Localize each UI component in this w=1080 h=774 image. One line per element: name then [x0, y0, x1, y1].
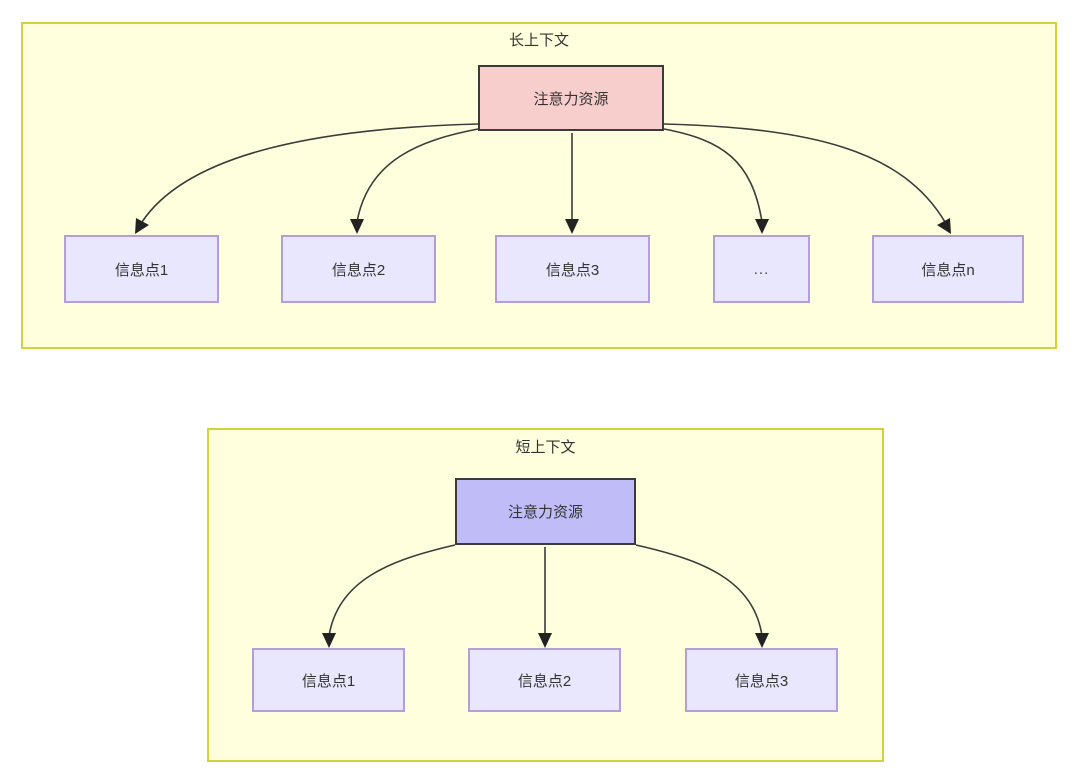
- attention-resource-label-long: 注意力资源: [533, 90, 609, 108]
- info-point-node-long-ellipsis[interactable]: ...: [713, 235, 810, 303]
- attention-resource-node-short[interactable]: 注意力资源: [455, 478, 636, 545]
- panel-long-context-title: 长上下文: [508, 32, 569, 49]
- info-point-node-long-3[interactable]: 信息点3: [495, 235, 650, 303]
- info-point-label-long-3: 信息点3: [545, 261, 600, 279]
- info-point-label-long-1: 信息点1: [114, 261, 169, 279]
- attention-resource-node-long[interactable]: 注意力资源: [478, 65, 664, 131]
- info-point-node-short-1[interactable]: 信息点1: [252, 648, 405, 712]
- attention-resource-label-short: 注意力资源: [507, 504, 583, 521]
- info-point-node-long-n[interactable]: 信息点n: [872, 235, 1024, 303]
- info-point-label-long-n: 信息点n: [921, 261, 975, 279]
- info-point-node-long-1[interactable]: 信息点1: [64, 235, 219, 303]
- info-point-label-short-1: 信息点1: [301, 672, 356, 690]
- info-point-label-short-3: 信息点3: [734, 672, 789, 690]
- info-point-label-short-2: 信息点2: [517, 672, 572, 690]
- info-point-label-long-ellipsis: ...: [753, 260, 770, 278]
- panel-short-context-title: 短上下文: [515, 439, 576, 456]
- info-point-node-long-2[interactable]: 信息点2: [281, 235, 436, 303]
- info-point-node-short-3[interactable]: 信息点3: [685, 648, 838, 712]
- info-point-node-short-2[interactable]: 信息点2: [468, 648, 621, 712]
- info-point-label-long-2: 信息点2: [331, 261, 386, 279]
